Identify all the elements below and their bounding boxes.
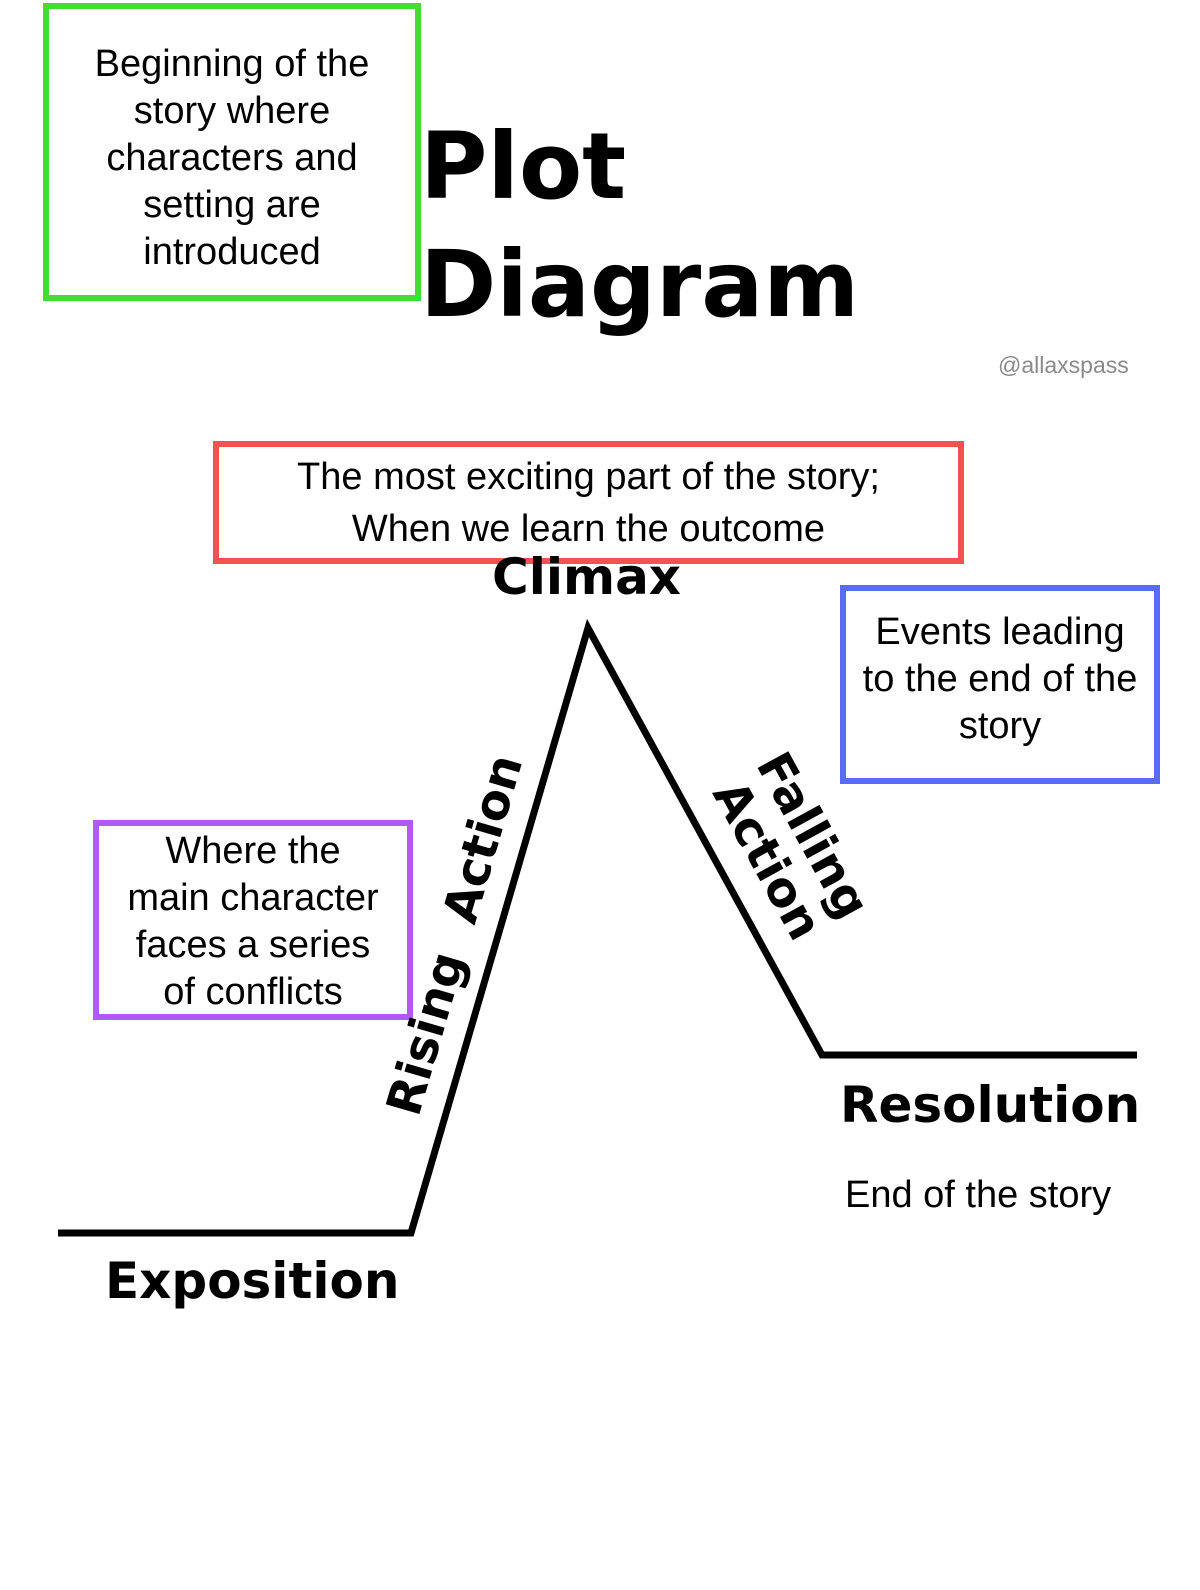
box-line: characters and xyxy=(106,137,358,179)
resolution-label: Resolution xyxy=(840,1076,1141,1134)
watermark: @allaxspass xyxy=(998,352,1129,378)
box-line: faces a series xyxy=(135,924,371,966)
plot-line xyxy=(58,618,1137,1237)
exposition-label: Exposition xyxy=(105,1252,400,1310)
climax-description-box: The most exciting part of the story; Whe… xyxy=(213,441,964,564)
exposition-description-box: Beginning of the story where characters … xyxy=(43,3,421,301)
box-line: setting are xyxy=(143,184,321,226)
climax-label: Climax xyxy=(492,548,682,606)
box-line: main character xyxy=(127,877,379,919)
box-line: Where the xyxy=(165,830,341,872)
page-title-line1: Plot xyxy=(420,113,627,220)
box-line: of conflicts xyxy=(163,971,343,1013)
falling-action-description-box: Events leading to the end of the story xyxy=(840,585,1160,784)
rising-action-description-box: Where the main character faces a series … xyxy=(93,820,413,1020)
resolution-description: End of the story xyxy=(845,1174,1112,1216)
page-title-line2: Diagram xyxy=(420,231,860,338)
box-line: The most exciting part of the story; xyxy=(297,456,880,498)
box-line: story where xyxy=(133,90,331,132)
box-line: Events leading xyxy=(875,611,1125,653)
box-line: Beginning of the xyxy=(94,43,370,85)
box-line: When we learn the outcome xyxy=(351,508,826,550)
box-line: story xyxy=(958,705,1042,747)
box-line: to the end of the xyxy=(862,658,1138,700)
box-line: introduced xyxy=(143,231,321,273)
